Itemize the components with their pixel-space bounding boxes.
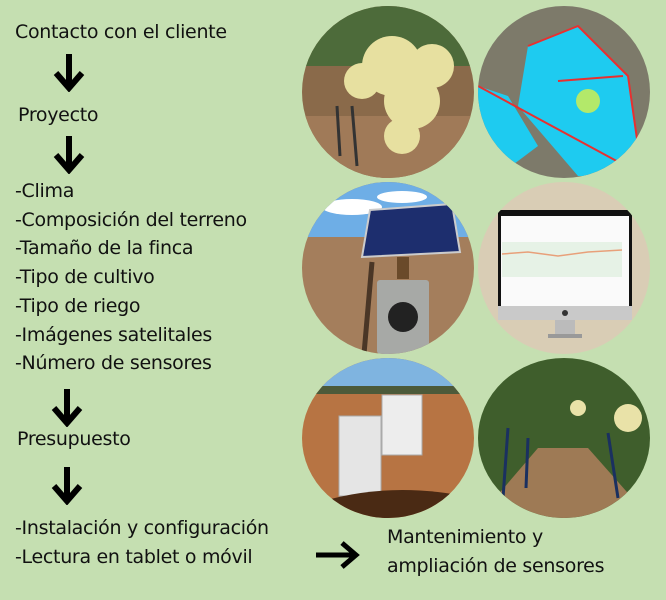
arrow-right-icon — [316, 541, 360, 569]
arrow-down-icon — [51, 467, 83, 505]
step-project: Proyecto — [18, 104, 99, 126]
install-item: -Instalación y configuración — [15, 517, 269, 539]
monitoring-dashboard-imac — [478, 182, 650, 354]
project-item: -Tamaño de la finca — [15, 237, 194, 259]
project-item: -Composición del terreno — [15, 209, 247, 231]
grapes-vineyard-photo — [302, 6, 474, 178]
project-item: -Tipo de riego — [15, 295, 141, 317]
satellite-ndvi-map — [478, 6, 650, 178]
project-item: -Clima — [15, 180, 75, 202]
arrow-down-icon — [51, 389, 83, 427]
arrow-down-icon — [53, 136, 85, 174]
project-item: -Imágenes satelitales — [15, 324, 212, 346]
step-maintenance-line1: Mantenimiento y — [387, 526, 543, 548]
sensor-boxes-field-photo — [302, 358, 474, 518]
step-maintenance-line2: ampliación de sensores — [387, 555, 605, 577]
vineyard-rows-photo — [478, 358, 650, 518]
project-item: -Tipo de cultivo — [15, 266, 155, 288]
solar-sensor-station-photo — [302, 182, 474, 354]
project-item: -Número de sensores — [15, 352, 212, 374]
arrow-down-icon — [53, 54, 85, 92]
step-contact-client: Contacto con el cliente — [15, 21, 227, 43]
step-budget: Presupuesto — [17, 428, 131, 450]
install-item: -Lectura en tablet o móvil — [15, 546, 253, 568]
